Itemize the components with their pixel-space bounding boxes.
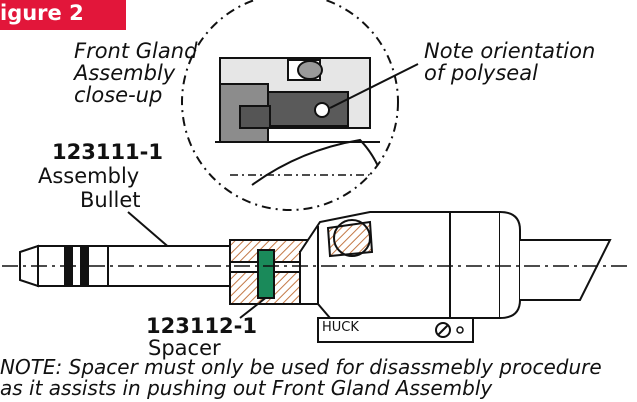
tool-body xyxy=(299,211,612,343)
spacer-name: Spacer xyxy=(148,336,221,360)
orientation-label-2: of polyseal xyxy=(424,61,538,85)
note-line-1: NOTE: Spacer must only be used for disas… xyxy=(0,355,602,379)
closeup-label-3: close-up xyxy=(74,83,163,107)
closeup-label-1: Front Gland xyxy=(74,39,198,63)
spacer-ring xyxy=(257,249,275,299)
bullet-part-number: 123111-1 xyxy=(52,140,163,164)
bullet-name-1: Assembly xyxy=(38,164,140,188)
bullet-name-2: Bullet xyxy=(80,188,141,212)
closeup-view xyxy=(181,0,399,211)
closeup-label-2: Assembly xyxy=(74,61,176,85)
orientation-label-1: Note orientation xyxy=(424,39,596,63)
figure-label: igure 2 xyxy=(0,1,84,25)
plate-text: HUCK xyxy=(322,320,359,335)
bullet-leader xyxy=(127,211,173,251)
orientation-leader xyxy=(329,63,419,109)
note-line-2: as it assists in pushing out Front Gland… xyxy=(0,376,493,400)
spacer-part-number: 123112-1 xyxy=(146,314,257,338)
figure-badge: igure 2 xyxy=(0,0,126,30)
